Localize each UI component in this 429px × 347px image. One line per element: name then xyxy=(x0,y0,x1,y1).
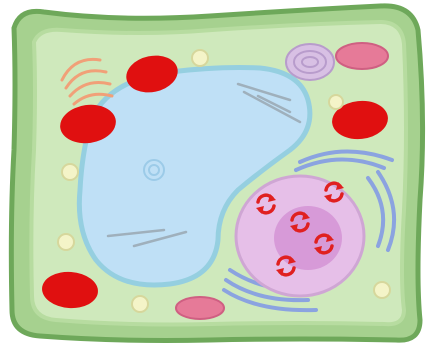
mitochondrion xyxy=(336,43,388,69)
vesicle xyxy=(58,234,74,250)
vesicle xyxy=(329,95,343,109)
mitochondrion xyxy=(176,297,224,319)
golgi-vesicle-stack xyxy=(286,44,334,80)
vesicle xyxy=(62,164,78,180)
vesicle xyxy=(374,282,390,298)
vesicle xyxy=(132,296,148,312)
vesicle xyxy=(192,50,208,66)
